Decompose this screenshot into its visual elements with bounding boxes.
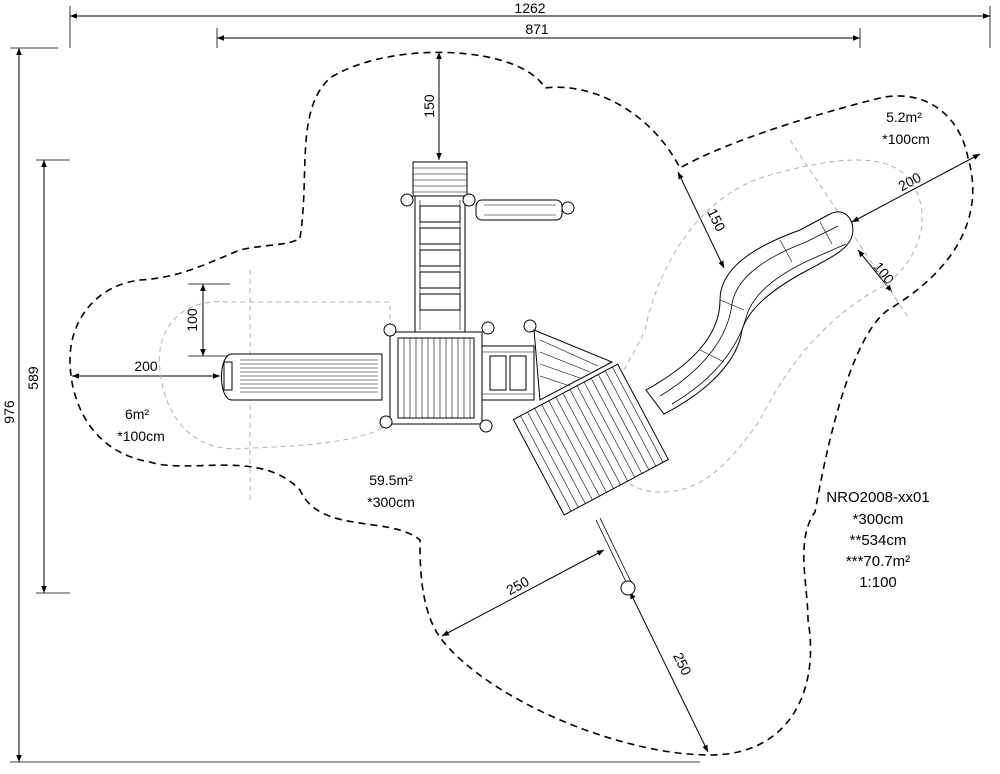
ladder-slats — [413, 167, 467, 193]
dim-left-offset-label: 100 — [184, 308, 200, 332]
dimension-total-height: 976 — [1, 48, 22, 762]
tower-deck — [512, 363, 670, 516]
dim-inner-width-label: 871 — [525, 21, 549, 37]
left-impact-area — [158, 301, 391, 450]
dimension-total-width: 1262 — [70, 0, 990, 19]
main-height: *300cm — [367, 494, 414, 510]
left-zone-height: *100cm — [117, 428, 164, 444]
safety-zone-outline — [69, 51, 974, 756]
dim-total-height-label: 976 — [1, 400, 17, 424]
slide-zone-area: 5.2m² — [886, 109, 922, 125]
dimension-left-offset: 100 — [184, 283, 230, 357]
dimension-bottom-left: 250 — [441, 549, 605, 637]
dimension-slide-side: 150 — [677, 171, 729, 269]
crawl-tunnel — [221, 353, 383, 401]
side-panel — [475, 199, 575, 221]
legend-scale: 1:100 — [859, 574, 897, 591]
dim-slide-offset-label: 100 — [870, 259, 897, 287]
dimension-slide-end: 200 — [851, 153, 981, 223]
tunnel-ribs — [240, 359, 378, 393]
legend-line-2: **534cm — [850, 532, 907, 549]
ramp-panel — [533, 329, 614, 401]
deck-boards — [520, 366, 664, 512]
dimension-top-clearance: 150 — [421, 52, 442, 160]
tube-slide — [645, 211, 854, 415]
connecting-bridge — [481, 319, 537, 401]
dim-total-width-label: 1262 — [514, 0, 545, 16]
slide-zone-labels: 5.2m² *100cm — [882, 109, 929, 147]
dim-top-clearance-label: 150 — [421, 94, 437, 118]
dim-inner-height-label: 589 — [25, 366, 41, 390]
climbing-ladder — [400, 161, 476, 333]
dimension-inner-width: 871 — [217, 21, 860, 41]
product-legend: NRO2008-xx01 *300cm **534cm ***70.7m² 1:… — [826, 489, 929, 591]
main-zone-labels: 59.5m² *300cm — [367, 472, 414, 510]
main-area: 59.5m² — [369, 472, 413, 488]
dimension-left-clearance: 200 — [72, 358, 220, 379]
left-zone-area: 6m² — [125, 406, 149, 422]
dim-bottom-left-label: 250 — [504, 573, 532, 598]
rope-anchor — [595, 517, 636, 596]
slide-zone-height: *100cm — [882, 131, 929, 147]
dimension-inner-height: 589 — [25, 160, 47, 593]
dim-slide-end-label: 200 — [896, 169, 924, 194]
legend-line-1: *300cm — [853, 511, 904, 528]
left-zone-labels: 6m² *100cm — [117, 406, 164, 444]
dim-bottom-right-label: 250 — [670, 650, 695, 678]
main-platform — [379, 321, 495, 433]
platform-boards — [403, 338, 471, 418]
dimension-bottom-right: 250 — [629, 591, 709, 753]
dim-left-clearance-label: 200 — [134, 358, 158, 374]
legend-line-3: ***70.7m² — [846, 553, 910, 570]
legend-model: NRO2008-xx01 — [826, 489, 929, 506]
